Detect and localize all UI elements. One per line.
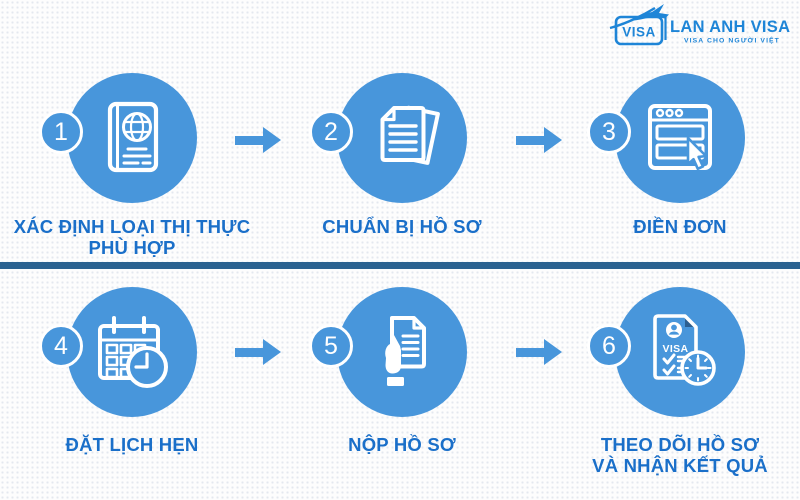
lan-anh-visa-logo: VISA LAN ANH VISA VISA CHO NGƯỜI VIỆT <box>609 4 790 46</box>
step-2: 2 CHUẨN BỊ HỒ SƠ <box>277 73 527 237</box>
step-2-number-badge: 2 <box>309 110 353 154</box>
row-divider <box>0 262 800 269</box>
step-3-circle: 3 <box>587 73 745 203</box>
step-5-circle: 5 <box>309 287 467 417</box>
documents-icon <box>380 105 440 165</box>
step-label-line: THEO DÕI HỒ SƠ <box>600 434 760 455</box>
step-6-circle: 6 VISA <box>587 287 745 417</box>
step-label-line: ĐIỀN ĐƠN <box>633 216 727 237</box>
arrow-step4-to-step5 <box>235 339 281 365</box>
step-3-label: ĐIỀN ĐƠN <box>555 216 800 237</box>
step-6: 6 VISA <box>555 287 800 476</box>
step-3-number-badge: 3 <box>587 110 631 154</box>
step-label-line: CHUẨN BỊ HỒ SƠ <box>322 216 482 237</box>
visa-result-clock-icon: VISA <box>653 314 716 386</box>
step-label-line: NỘP HỒ SƠ <box>348 434 456 455</box>
passport-globe-icon <box>107 101 159 173</box>
visa-doc-text: VISA <box>662 343 688 355</box>
step-5-number-badge: 5 <box>309 324 353 368</box>
step-5-label: NỘP HỒ SƠ <box>277 434 527 455</box>
step-1-label: XÁC ĐỊNH LOẠI THỊ THỰC PHÙ HỢP <box>7 216 257 258</box>
logo-title: LAN ANH VISA <box>670 18 790 36</box>
step-1-number-badge: 1 <box>39 110 83 154</box>
step-3: 3 ĐIỀN ĐƠN <box>555 73 800 237</box>
step-number: 4 <box>54 331 68 360</box>
step-1-circle: 1 <box>39 73 197 203</box>
calendar-clock-icon <box>98 316 168 388</box>
step-5: 5 NỘP HỒ SƠ <box>277 287 527 455</box>
step-4: 4 ĐẶT LỊCH <box>7 287 257 455</box>
logo-tagline: VISA CHO NGƯỜI VIỆT <box>684 36 780 45</box>
step-label-line: PHÙ HỢP <box>88 237 176 258</box>
clock-icon <box>680 350 716 386</box>
step-number: 5 <box>324 331 338 360</box>
step-label-line: VÀ NHẬN KẾT QUẢ <box>592 455 768 476</box>
step-number: 1 <box>54 117 68 146</box>
step-4-label: ĐẶT LỊCH HẸN <box>7 434 257 455</box>
step-number: 3 <box>602 117 616 146</box>
visa-stamp-icon: VISA <box>614 15 664 46</box>
arrow-step5-to-step6 <box>516 339 562 365</box>
step-4-number-badge: 4 <box>39 324 83 368</box>
step-1: 1 XÁC ĐỊNH LOẠI THỊ THỰC PHÙ HỢP <box>7 73 257 258</box>
step-6-label: THEO DÕI HỒ SƠ VÀ NHẬN KẾT QUẢ <box>555 434 800 476</box>
step-label-line: XÁC ĐỊNH LOẠI THỊ THỰC <box>13 216 251 237</box>
step-4-circle: 4 <box>39 287 197 417</box>
step-2-circle: 2 <box>309 73 467 203</box>
arrow-step2-to-step3 <box>516 127 562 153</box>
step-label-line: ĐẶT LỊCH HẸN <box>65 434 199 455</box>
step-number: 6 <box>602 331 616 360</box>
arrow-step1-to-step2 <box>235 127 281 153</box>
visa-stamp-text: VISA <box>622 25 656 40</box>
hand-submit-document-icon <box>385 316 426 386</box>
step-2-label: CHUẨN BỊ HỒ SƠ <box>277 216 527 237</box>
step-number: 2 <box>324 117 338 146</box>
step-6-number-badge: 6 <box>587 324 631 368</box>
online-form-cursor-icon <box>648 104 712 171</box>
